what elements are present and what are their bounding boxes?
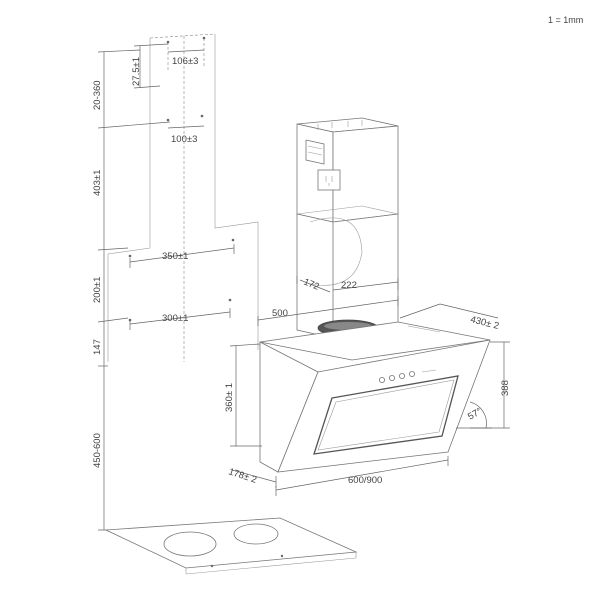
dim-500: 500	[257, 296, 399, 326]
dim-106-label: 106±3	[172, 56, 198, 67]
dim-27-5-label: 27.5±1	[131, 57, 142, 86]
dim-450-600-label: 450-600	[92, 433, 103, 468]
dim-430-label: 430± 2	[469, 314, 500, 332]
dim-360-label: 360± 1	[224, 383, 235, 412]
dim-178-label: 178± 2	[227, 466, 258, 485]
dim-100-label: 100±3	[171, 134, 197, 145]
burner-right	[233, 523, 279, 545]
cooktop-controls	[210, 554, 284, 568]
dim-100: 100±3	[167, 125, 205, 145]
dim-27-5: 27.5±1	[131, 43, 169, 89]
dim-178: 178± 2	[227, 466, 277, 488]
dim-388-label: 388	[500, 380, 511, 396]
dim-403-label: 403±1	[92, 170, 103, 196]
wall-outline	[107, 33, 259, 362]
left-dimension-chain	[97, 49, 171, 531]
dim-147-label: 147	[92, 339, 103, 355]
dim-360: 360± 1	[224, 343, 262, 447]
angle-57-label: 57°	[466, 406, 484, 423]
scale-note: 1 = 1mm	[548, 15, 583, 25]
burner-left	[163, 531, 217, 557]
chimney-lower	[296, 205, 399, 339]
cooktop	[104, 517, 358, 575]
power-socket-icon	[317, 169, 341, 191]
dim-200-label: 200±1	[92, 277, 103, 303]
chimney-upper	[296, 117, 399, 223]
dim-350: 350±1	[129, 244, 235, 268]
dim-600-900: 600/900	[275, 456, 449, 496]
dim-222: 222	[332, 278, 399, 291]
mounting-screw-points	[128, 36, 235, 322]
control-buttons	[378, 369, 437, 383]
dim-600-900-label: 600/900	[348, 475, 382, 486]
dim-300-label: 300±1	[162, 313, 188, 324]
dim-20-360-label: 20-360	[92, 80, 103, 110]
dim-106: 106±3	[167, 49, 205, 67]
dim-500-label: 500	[272, 308, 288, 319]
dim-350-label: 350±1	[162, 251, 188, 262]
center-dashed-lines	[167, 36, 205, 362]
dim-300: 300±1	[129, 308, 231, 330]
hood-glass-front	[277, 339, 491, 473]
dim-222-label: 222	[341, 280, 357, 291]
